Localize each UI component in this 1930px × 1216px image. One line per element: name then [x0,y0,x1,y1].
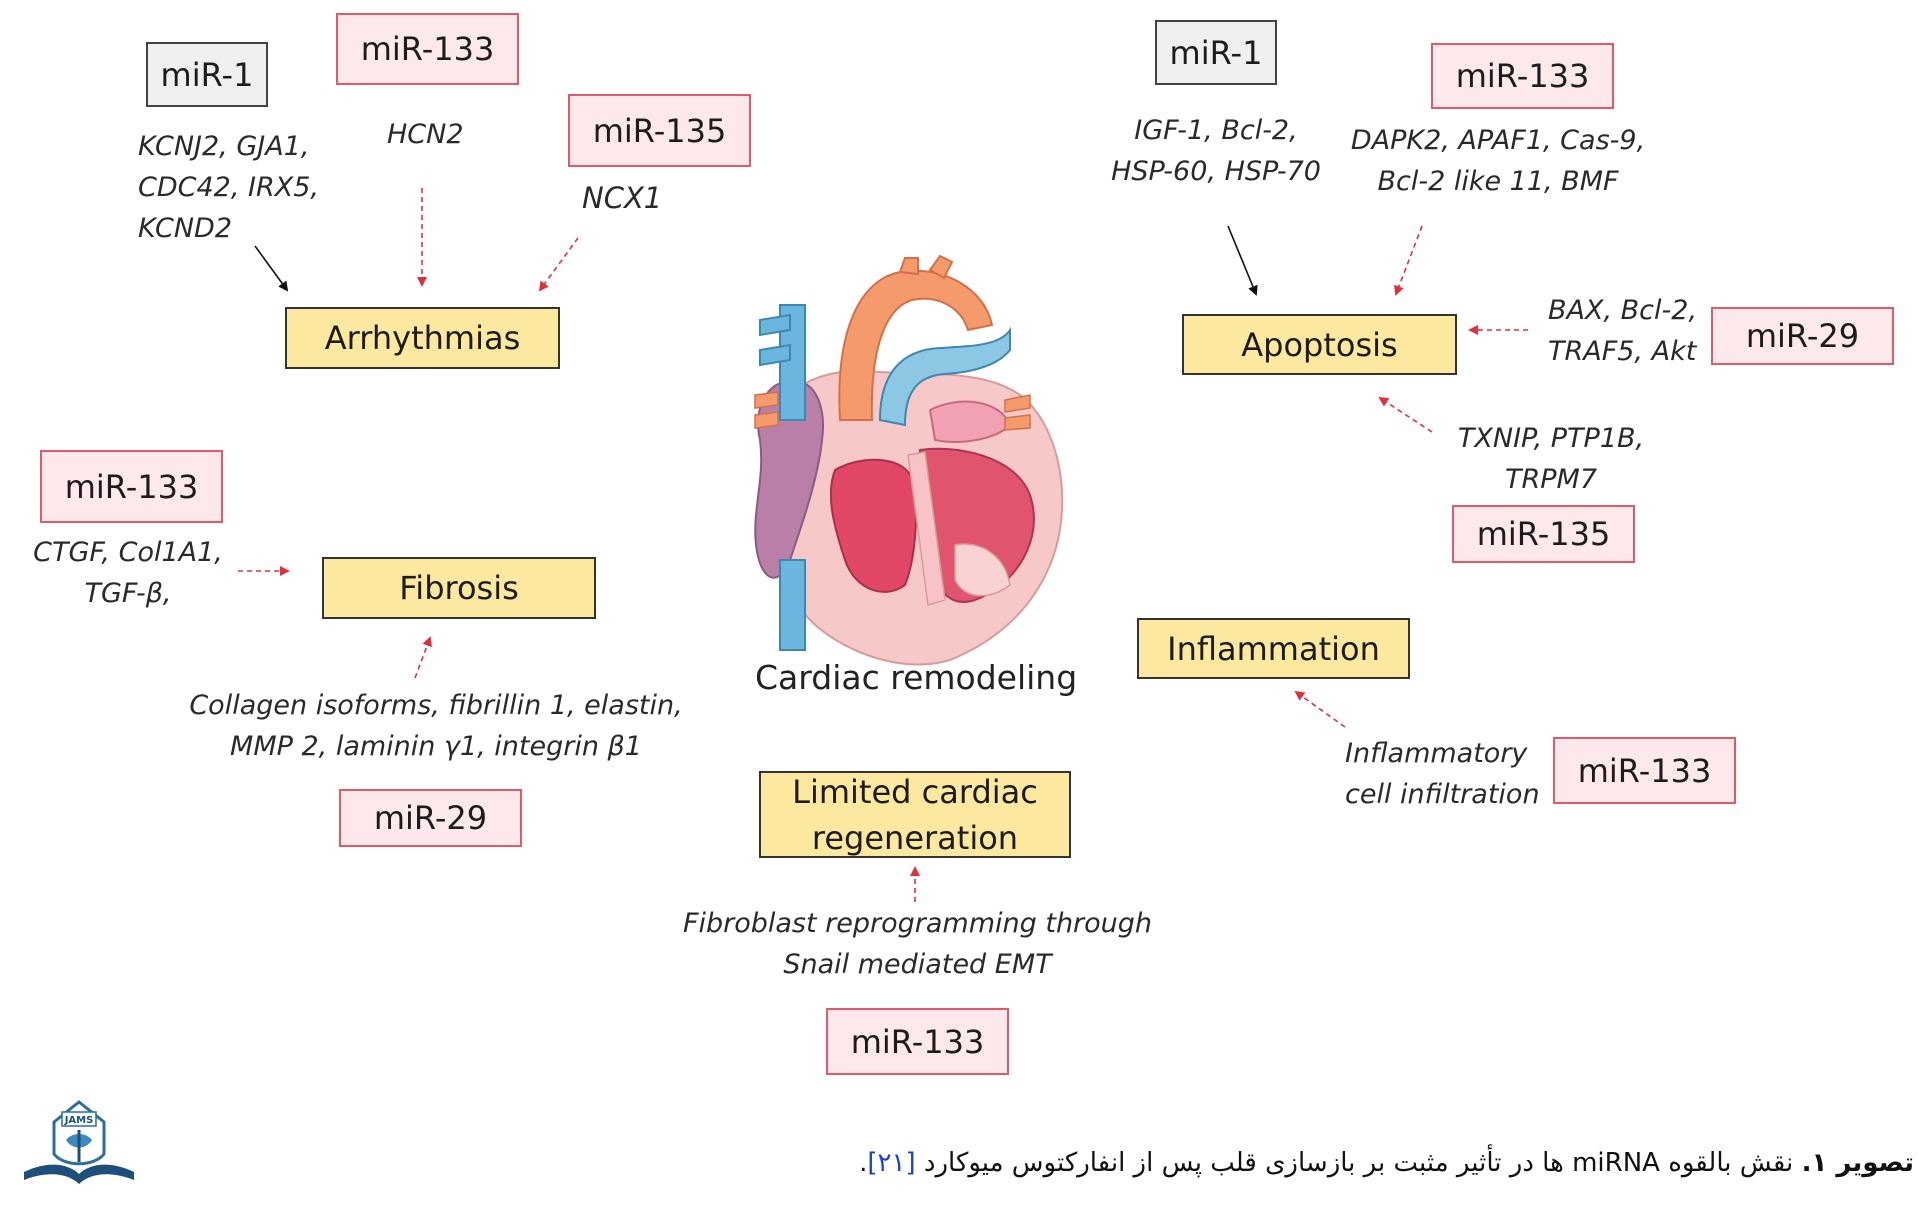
gene-line: TXNIP, PTP1B, [1457,423,1645,454]
gene-list-arr-mir1: KCNJ2, GJA1, CDC42, IRX5, KCND2 [138,126,319,249]
process-box-inflammation: Inflammation [1137,618,1410,679]
gene-list-reg-mir133: Fibroblast reprogramming through Snail m… [660,903,1175,985]
gene-line: Fibroblast reprogramming through [682,908,1153,939]
mirna-box-arr-mir133: miR-133 [336,13,519,85]
gene-line: CDC42, IRX5, [138,172,319,203]
gene-line: TRPM7 [1504,464,1597,495]
gene-list-arr-mir133: HCN2 [387,114,464,155]
arrow-apo-mir1 [1227,225,1258,296]
process-box-fibrosis: Fibrosis [322,557,596,619]
mirna-box-fib-mir29: miR-29 [339,789,522,847]
gene-line: MMP 2, laminin γ1, integrin β1 [230,731,642,762]
caption-text: نقش بالقوه miRNA ها در تأثیر مثبت بر باز… [915,1148,1802,1178]
gene-line: KCNJ2, GJA1, [138,131,310,162]
mirna-box-arr-mir135: miR-135 [568,94,751,167]
figure-caption: تصویر ۱. نقش بالقوه miRNA ها در تأثیر مث… [859,1148,1914,1178]
mirna-label: miR-133 [1577,751,1712,790]
mirna-box-apo-mir135: miR-135 [1452,505,1635,563]
mirna-box-apo-mir1: miR-1 [1155,20,1277,85]
arrow-arr-mir1 [254,245,289,292]
arrow-arr-mir135 [538,237,579,292]
process-label: Apoptosis [1241,325,1398,364]
gene-line: KCND2 [138,213,232,244]
process-label-line1: Limited cardiac [792,772,1038,811]
gene-line: DAPK2, APAF1, Cas-9, [1350,125,1646,156]
logo-text: JAMS [64,1115,94,1126]
process-box-arrhythmias: Arrhythmias [285,307,560,369]
gene-list-fib-mir29: Collagen isoforms, fibrillin 1, elastin,… [186,685,686,767]
gene-line: CTGF, Col1A1, [33,537,223,568]
gene-list-arr-mir135: NCX1 [582,178,662,219]
mirna-label: miR-29 [1745,317,1860,355]
gene-line: NCX1 [582,181,663,215]
mirna-label: miR-133 [850,1022,985,1061]
gene-line: Snail mediated EMT [783,949,1052,980]
arrow-inf-mir133 [1294,690,1346,728]
mirna-box-reg-mir133: miR-133 [826,1008,1009,1075]
gene-list-apo-mir135: TXNIP, PTP1B, TRPM7 [1440,418,1662,500]
gene-line: IGF-1, Bcl-2, [1134,115,1298,146]
process-box-apoptosis: Apoptosis [1182,314,1457,375]
mirna-label: miR-1 [160,55,254,94]
gene-line: Inflammatory [1345,738,1528,769]
mirna-box-apo-mir29: miR-29 [1711,307,1894,365]
process-box-regeneration: Limited cardiac regeneration [759,771,1071,858]
mirna-box-apo-mir133: miR-133 [1431,43,1614,109]
gene-line: cell infiltration [1345,779,1540,810]
gene-list-apo-mir29: BAX, Bcl-2, TRAF5, Akt [1548,290,1697,372]
mirna-label: miR-133 [64,467,199,506]
center-label: Cardiac remodeling [755,658,1078,697]
mirna-label: miR-135 [592,111,727,150]
gene-list-inf-mir133: Inflammatory cell infiltration [1345,733,1540,815]
process-label: Inflammation [1167,629,1380,668]
mirna-label: miR-1 [1169,33,1263,72]
gene-list-apo-mir1: IGF-1, Bcl-2, HSP-60, HSP-70 [1110,110,1322,192]
process-label: Arrhythmias [324,319,521,357]
arrow-fib-mir29 [414,636,432,679]
arrow-apo-mir133 [1394,225,1423,296]
gene-line: Collagen isoforms, fibrillin 1, elastin, [189,690,683,721]
heart-illustration [754,254,1064,666]
caption-label: تصویر ۱. [1801,1148,1914,1178]
mirna-box-arr-mir1: miR-1 [146,42,268,107]
journal-logo: JAMS [24,1100,134,1184]
mirna-label: miR-29 [373,799,488,837]
gene-line: TRAF5, Akt [1548,336,1697,367]
gene-line: Bcl-2 like 11, BMF [1377,166,1619,197]
mirna-label: miR-133 [1455,57,1590,95]
gene-list-apo-mir133: DAPK2, APAF1, Cas-9, Bcl-2 like 11, BMF [1348,120,1648,202]
gene-line: TGF-β, [84,578,172,609]
mirna-box-inf-mir133: miR-133 [1553,737,1736,804]
mirna-label: miR-133 [360,30,495,68]
process-label-line2: regeneration [811,818,1019,857]
mirna-label: miR-135 [1476,515,1611,553]
process-label: Fibrosis [399,569,519,607]
gene-line: HSP-60, HSP-70 [1111,156,1321,187]
gene-line: HCN2 [387,119,464,150]
mirna-box-fib-mir133: miR-133 [40,450,223,523]
arrow-apo-mir135 [1378,396,1433,433]
caption-reference-link[interactable]: [۲۱] [867,1148,916,1178]
gene-line: BAX, Bcl-2, [1548,295,1698,326]
caption-end: . [859,1148,868,1178]
gene-list-fib-mir133: CTGF, Col1A1, TGF-β, [32,532,224,614]
